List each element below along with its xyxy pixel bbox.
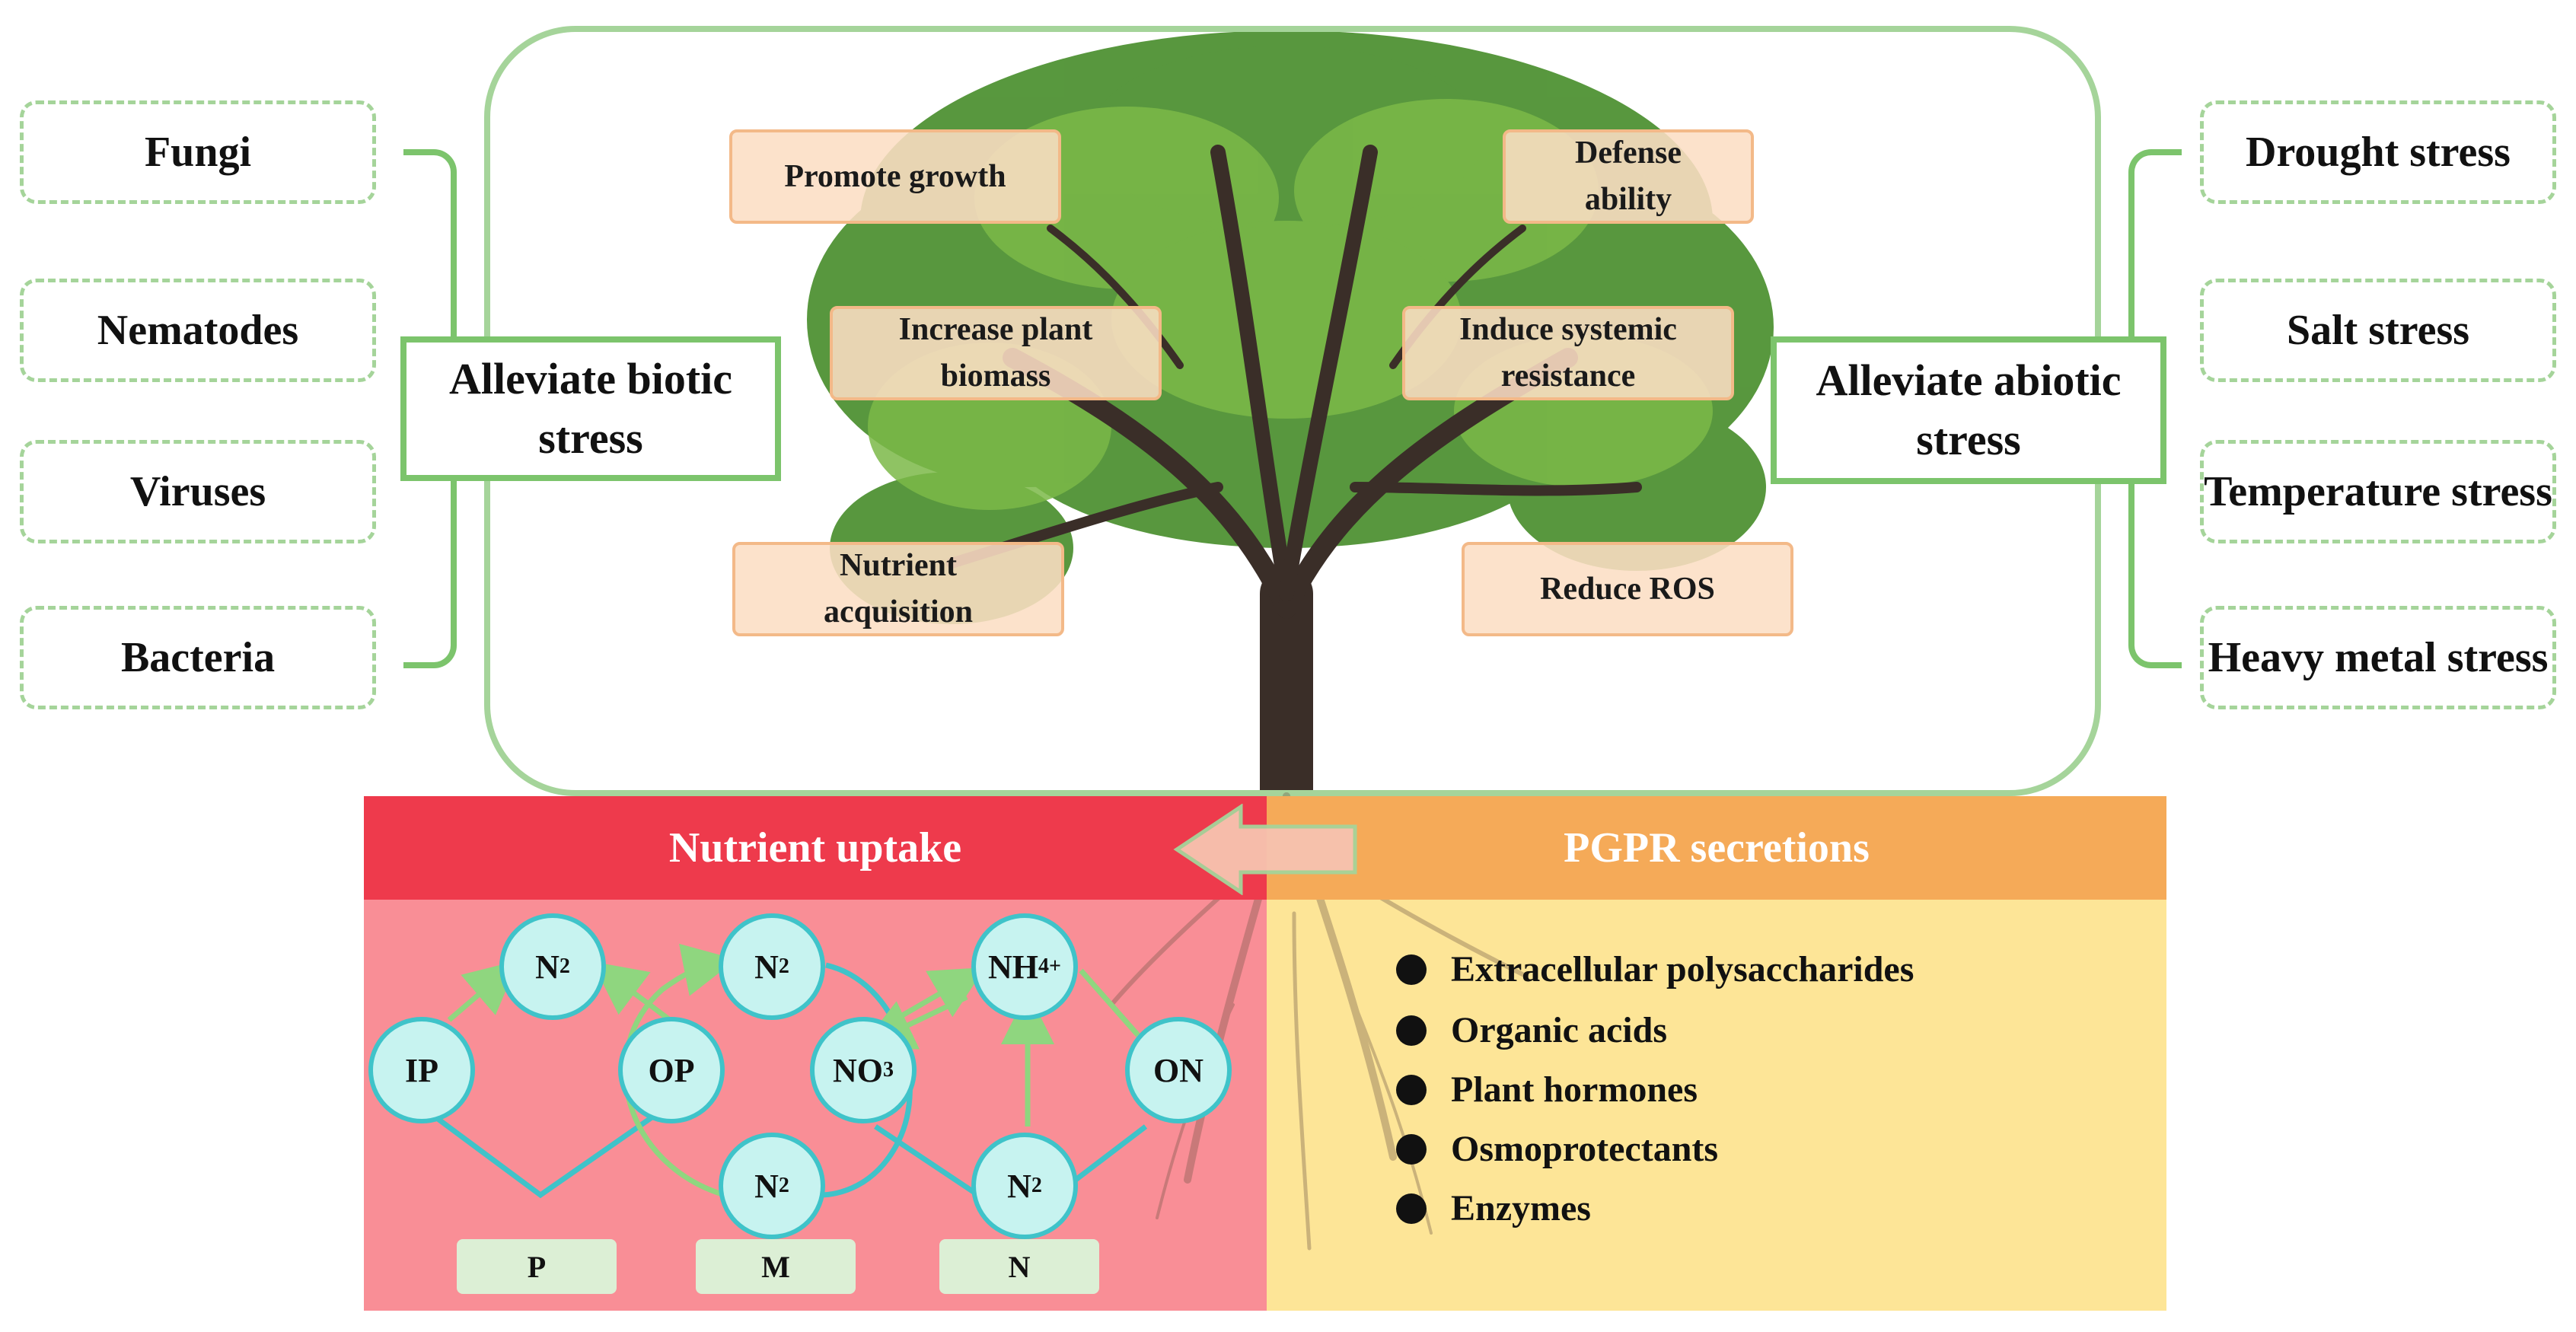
biotic-item-viruses: Viruses	[20, 440, 376, 543]
bullet-icon	[1396, 1074, 1427, 1105]
bullet-icon	[1396, 1015, 1427, 1046]
effect-nutrient-acquisition: Nutrient acquisition	[732, 542, 1064, 636]
bullet-icon	[1396, 1133, 1427, 1165]
cycle-label-p: P	[457, 1239, 617, 1294]
effect-reduce-ros: Reduce ROS	[1462, 542, 1793, 636]
abiotic-item-temperature: Temperature stress	[2200, 440, 2556, 543]
abiotic-item-drought: Drought stress	[2200, 100, 2556, 204]
pgpr-item: Enzymes	[1396, 1187, 1591, 1229]
biotic-item-bacteria: Bacteria	[20, 606, 376, 709]
pgpr-secretions-header: PGPR secretions	[1267, 796, 2166, 900]
abiotic-item-heavy-metal: Heavy metal stress	[2200, 606, 2556, 709]
biotic-item-nematodes: Nematodes	[20, 279, 376, 382]
node-on: ON	[1125, 1017, 1232, 1123]
bullet-icon	[1396, 1193, 1427, 1224]
biotic-item-fungi: Fungi	[20, 100, 376, 204]
bullet-icon	[1396, 954, 1427, 985]
node-op: OP	[618, 1017, 725, 1123]
cycle-label-n: N	[939, 1239, 1099, 1294]
pgpr-item: Extracellular polysaccharides	[1396, 948, 1914, 990]
cycle-label-m: M	[696, 1239, 856, 1294]
effect-induce-resistance: Induce systemic resistance	[1402, 306, 1734, 400]
effect-promote-growth: Promote growth	[729, 129, 1061, 224]
pgpr-item: Organic acids	[1396, 1009, 1667, 1051]
effect-increase-biomass: Increase plant biomass	[830, 306, 1162, 400]
pgpr-item: Plant hormones	[1396, 1069, 1698, 1111]
pgpr-item: Osmoprotectants	[1396, 1128, 1718, 1170]
nutrient-uptake-header: Nutrient uptake	[364, 796, 1267, 900]
biotic-stress-box: Alleviate biotic stress	[400, 336, 781, 481]
left-arrow-icon	[1173, 804, 1357, 895]
effect-defense-ability: Defense ability	[1503, 129, 1754, 224]
abiotic-item-salt: Salt stress	[2200, 279, 2556, 382]
node-ip: IP	[368, 1017, 475, 1123]
abiotic-stress-box: Alleviate abiotic stress	[1771, 336, 2166, 484]
